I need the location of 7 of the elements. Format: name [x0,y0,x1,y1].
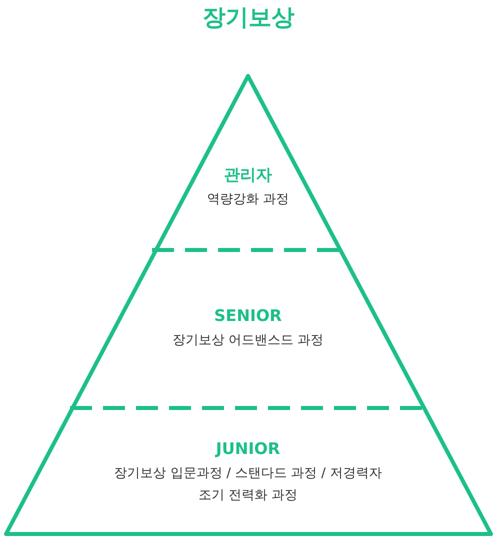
tier-description: 장기보상 어드밴스드 과정 [171,332,325,350]
tier-heading: 관리자 [223,164,273,186]
tier-description: 장기보상 입문과정 / 스탠다드 과정 / 저경력자 조기 전력화 과정 [113,465,383,505]
tier-heading: JUNIOR [214,438,282,460]
diagram-title: 장기보상 [202,4,296,33]
tier-heading: SENIOR [213,305,283,327]
tier-description: 역량강화 과정 [206,191,290,209]
